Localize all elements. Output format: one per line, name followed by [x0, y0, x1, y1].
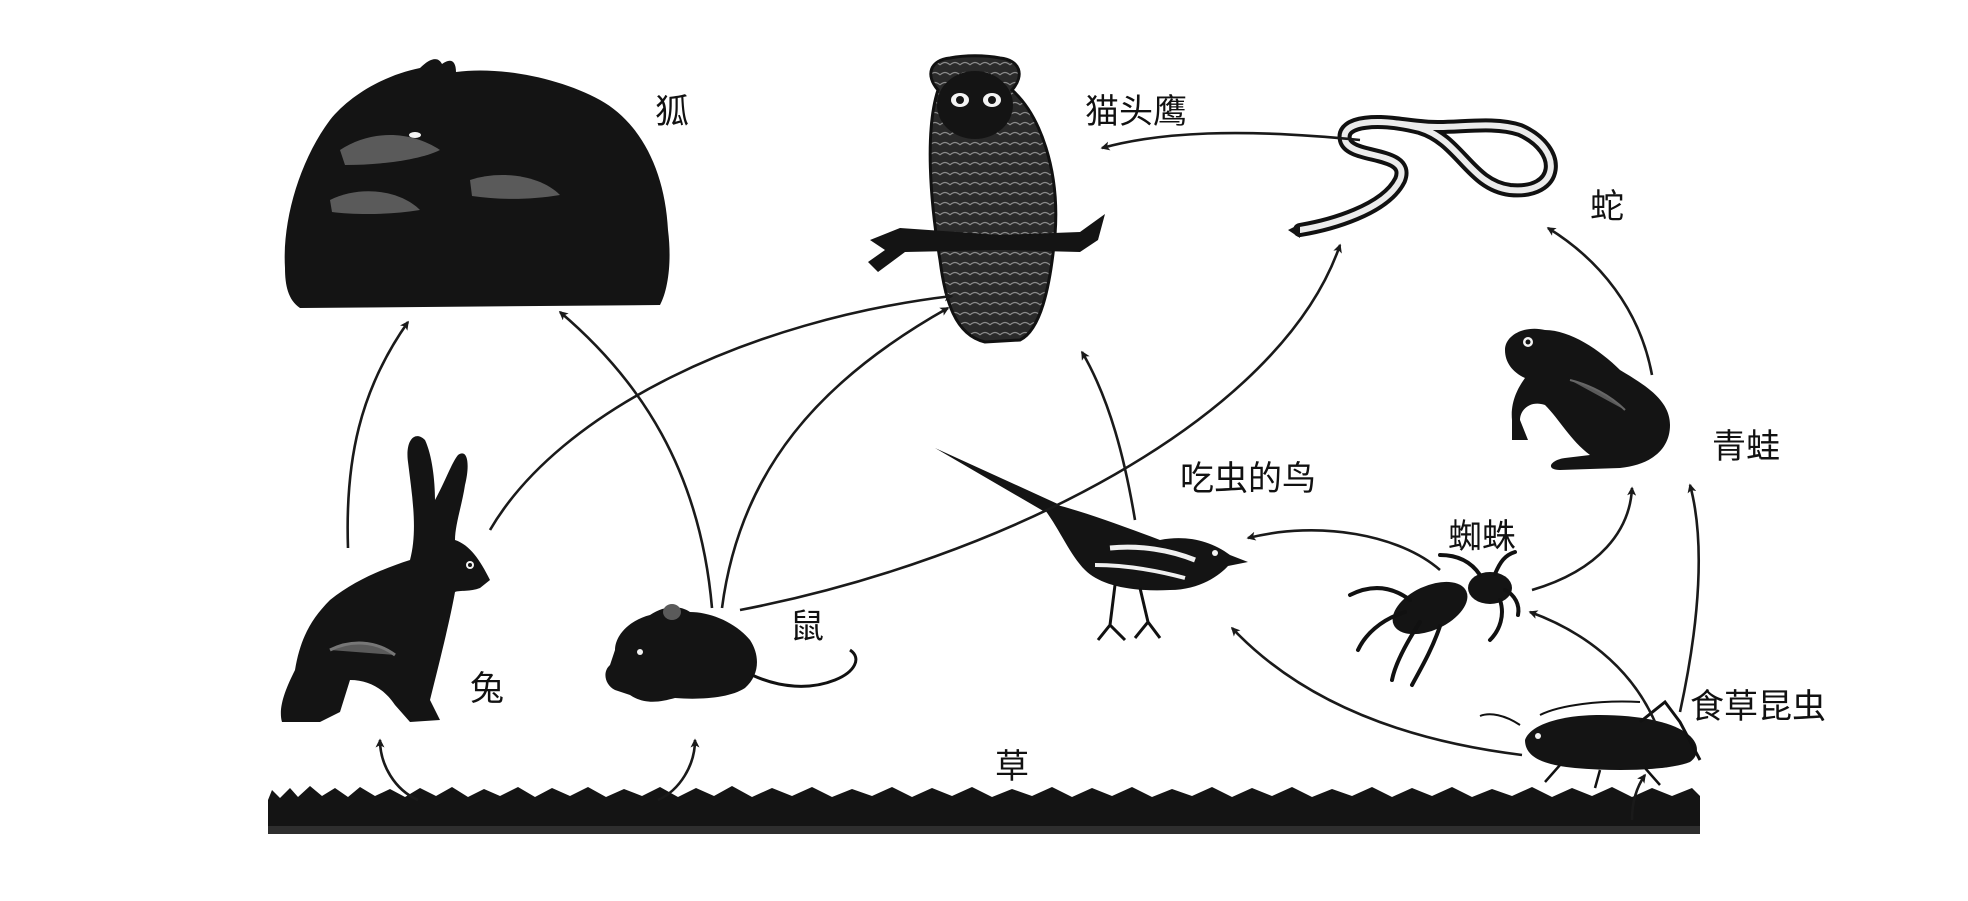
snake-label: 蛇 — [1590, 187, 1624, 227]
spider-icon — [1348, 550, 1521, 687]
rabbit-label: 兔 — [470, 669, 504, 709]
arrow-mouse-to-fox — [558, 311, 714, 609]
arrow-spider-to-bird — [1246, 529, 1441, 571]
arrow-snake-to-owl — [1100, 131, 1361, 151]
arrow-bird-to-owl — [1080, 350, 1137, 521]
grasshopper-icon — [1479, 699, 1702, 789]
arrow-insect-to-bird — [1230, 626, 1523, 757]
mouse-icon — [605, 604, 858, 702]
arrow-rabbit-to-owl — [488, 292, 954, 531]
insect-bird-label: 吃虫的鸟 — [1180, 459, 1316, 499]
arrow-grass-to-rabbit — [375, 738, 419, 802]
grass-label: 草 — [995, 747, 1029, 787]
frog-icon — [1505, 328, 1670, 470]
arrow-grass-to-insect — [1630, 773, 1647, 821]
arrow-spider-to-frog — [1531, 486, 1637, 592]
grass-icon — [268, 786, 1700, 834]
arrow-insect-to-spider — [1528, 610, 1657, 723]
bird-icon — [935, 448, 1248, 642]
arrow-mouse-to-snake — [739, 243, 1342, 612]
owl-label: 猫头鹰 — [1085, 92, 1187, 132]
arrow-grass-to-mouse — [657, 738, 700, 802]
rabbit-icon — [280, 436, 490, 722]
organism-labels: 狐 猫头鹰 蛇 青蛙 吃虫的鸟 蜘蛛 兔 鼠 食草昆虫 草 — [470, 92, 1826, 787]
spider-label: 蜘蛛 — [1448, 517, 1516, 557]
arrow-rabbit-to-fox — [346, 320, 410, 549]
fox-icon — [284, 59, 670, 308]
food-chain-arrows — [346, 131, 1701, 821]
arrow-mouse-to-owl — [720, 306, 950, 609]
fox-label: 狐 — [655, 92, 689, 132]
arrow-frog-to-snake — [1546, 226, 1654, 376]
mouse-label: 鼠 — [790, 607, 824, 647]
herbivorous-insect-label: 食草昆虫 — [1690, 687, 1826, 727]
arrow-insect-to-frog — [1678, 483, 1701, 713]
owl-icon — [868, 54, 1105, 344]
frog-label: 青蛙 — [1712, 427, 1780, 467]
snake-icon — [1288, 115, 1558, 238]
